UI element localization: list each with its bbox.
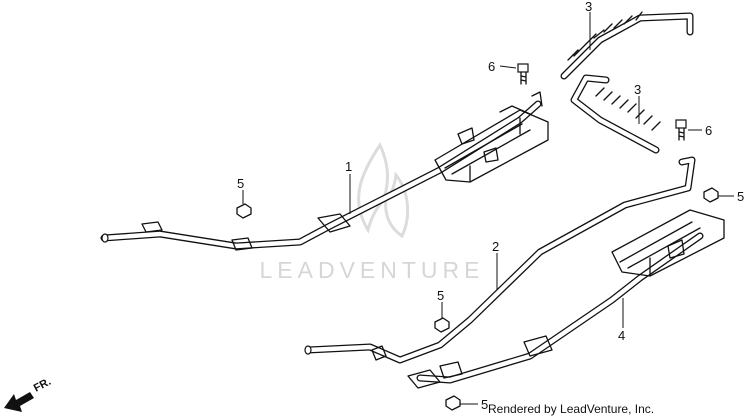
bolt-upper-icon	[517, 63, 529, 85]
lower-hose	[570, 74, 661, 154]
svg-text:5: 5	[437, 288, 444, 303]
callout-c6a: 6	[488, 59, 517, 74]
callout-c2: 2	[492, 239, 499, 290]
callout-c3a: 3	[585, 0, 592, 50]
direction-label: FR.	[32, 376, 53, 395]
upper-rod-assembly	[100, 91, 549, 251]
nut-bottom-icon	[445, 395, 461, 411]
callout-c1: 1	[345, 159, 352, 214]
svg-text:6: 6	[488, 59, 495, 74]
svg-text:5: 5	[737, 189, 744, 204]
svg-text:6: 6	[705, 123, 712, 138]
nut-right-icon	[703, 187, 719, 203]
svg-text:1: 1	[345, 159, 352, 174]
svg-text:4: 4	[618, 328, 625, 343]
svg-text:3: 3	[585, 0, 592, 14]
nut-left-icon	[236, 203, 252, 219]
watermark-text: LEADVENTURE	[260, 257, 485, 283]
svg-text:3: 3	[634, 82, 641, 97]
callout-c5b: 5	[437, 288, 444, 318]
nut-center-icon	[434, 317, 450, 333]
svg-text:5: 5	[481, 397, 488, 412]
front-direction-arrow-icon: FR.	[4, 376, 53, 412]
svg-text:5: 5	[237, 176, 244, 191]
callout-c3b: 3	[634, 82, 641, 124]
callout-c5d: 5	[460, 397, 488, 412]
callout-c6b: 6	[688, 123, 712, 138]
callout-c5a: 5	[237, 176, 244, 204]
upper-hose	[560, 11, 694, 80]
callout-c4: 4	[618, 298, 625, 343]
render-credit: Rendered by LeadVenture, Inc.	[488, 402, 655, 416]
lower-rod-assembly	[304, 156, 725, 389]
callout-c5c: 5	[718, 189, 744, 204]
bolt-right-icon	[675, 119, 687, 141]
svg-text:2: 2	[492, 239, 499, 254]
